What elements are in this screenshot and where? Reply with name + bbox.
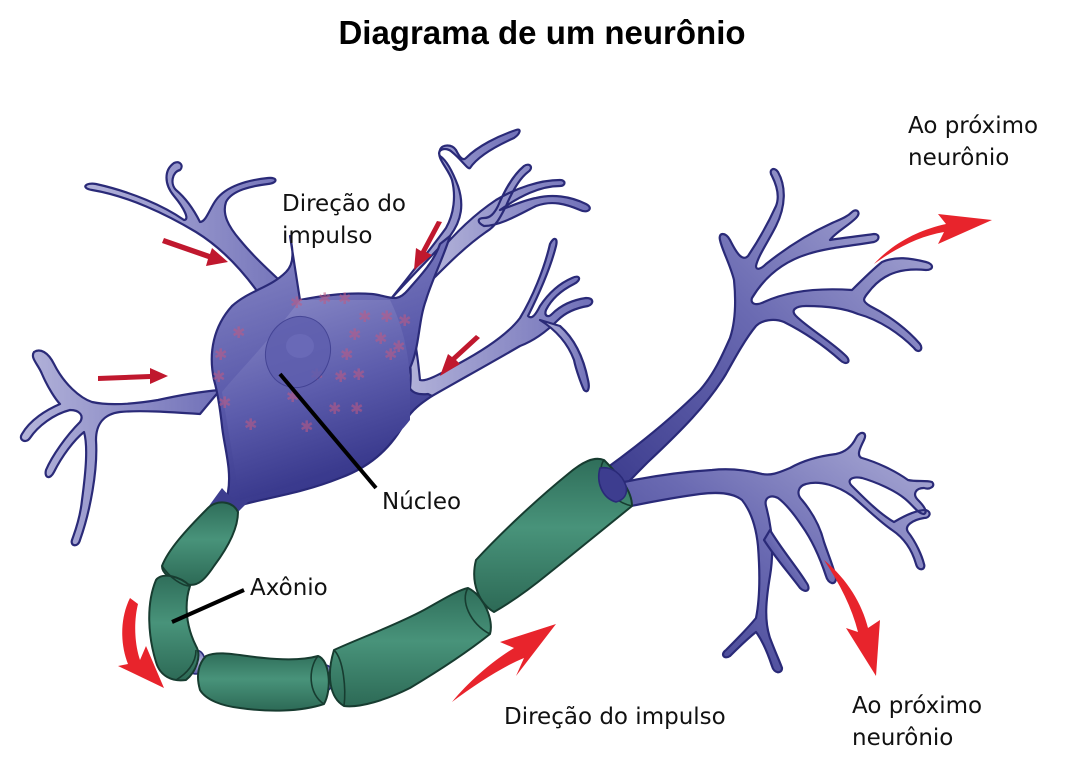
outgoing-impulse-arrows [118,214,992,702]
svg-text:✱: ✱ [392,337,405,356]
svg-text:✱: ✱ [328,399,341,418]
svg-text:✱: ✱ [214,345,227,364]
dendrite-top-left [84,161,302,302]
svg-text:✱: ✱ [218,393,231,412]
label-next-neuron-top-line1: Ao próximo [908,113,1039,139]
arrow-impulse-incoming [162,238,228,266]
svg-text:✱: ✱ [338,289,351,308]
label-axon: Axônio [250,575,328,601]
arrow-impulse-axon [452,624,556,702]
label-next-neuron-bottom-line1: Ao próximo [852,693,983,719]
myelin-segment [161,501,239,586]
axon-terminal-upper [602,167,934,500]
label-impulse-direction-bottom: Direção do impulso [504,704,726,730]
svg-text:✱: ✱ [348,325,361,344]
svg-text:✱: ✱ [350,399,363,418]
arrow-impulse-axon [118,598,164,688]
svg-text:✱: ✱ [380,307,393,326]
svg-text:✱: ✱ [340,345,353,364]
svg-text:✱: ✱ [318,289,331,308]
label-nucleus: Núcleo [382,489,462,515]
svg-text:✱: ✱ [352,365,365,384]
incoming-impulse-arrows [98,221,480,384]
svg-text:✱: ✱ [300,417,313,436]
svg-text:✱: ✱ [334,367,347,386]
svg-text:✱: ✱ [212,367,225,386]
label-impulse-direction-top-line2: impulso [282,223,373,249]
axon-terminal-base [598,466,628,503]
arrow-impulse-incoming [440,335,480,376]
dendrite-right-loop-tail [538,318,590,393]
axon-terminal-lower [604,431,935,674]
axon-myelin-sheath [148,457,633,712]
dendrite-top-right [388,128,521,302]
svg-text:✱: ✱ [290,293,303,312]
dendrite-right-loop [398,237,594,401]
label-next-neuron-bottom: Ao próximo neurônio [852,690,982,754]
axon-pointer-line [171,588,245,624]
pointer-lines [171,372,378,624]
myelin-segment [148,574,200,682]
dendrites [19,128,594,547]
label-impulse-direction-top: Direção do impulso [282,188,406,252]
svg-text:✱: ✱ [374,329,387,348]
arrow-to-next-neuron [824,560,880,676]
arrow-impulse-incoming [414,221,442,270]
arrow-impulse-incoming [98,368,168,384]
nucleus-pointer-line [278,372,378,490]
svg-text:✱: ✱ [398,311,411,330]
arrow-to-next-neuron [874,214,992,264]
svg-text:✱: ✱ [384,345,397,364]
axon-terminals [602,167,935,674]
label-impulse-direction-top-line1: Direção do [282,191,406,217]
svg-text:✱: ✱ [358,307,371,326]
myelin-segment [197,652,330,712]
dendrite-left [19,349,222,547]
axon-terminal-lower-branch [762,528,810,592]
svg-text:✱: ✱ [244,415,257,434]
svg-text:✱: ✱ [232,323,245,342]
label-next-neuron-bottom-line2: neurônio [852,725,954,751]
label-next-neuron-top: Ao próximo neurônio [908,110,1038,174]
diagram-title: Diagrama de um neurônio [338,14,746,51]
nucleus [265,315,331,389]
dendrite-right-upper [426,163,591,284]
label-next-neuron-top-line2: neurônio [908,145,1010,171]
